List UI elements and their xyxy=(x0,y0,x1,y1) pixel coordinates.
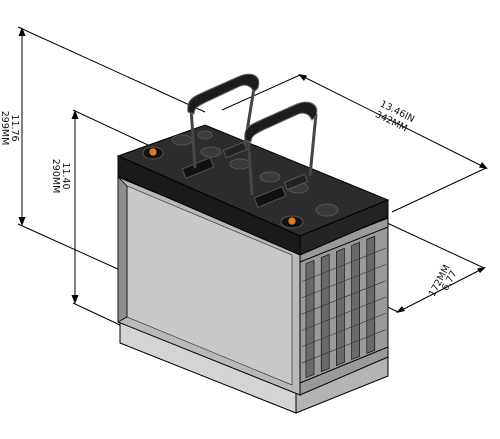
overall-height-mm-label: 299MM xyxy=(0,111,10,146)
extension-lines xyxy=(17,26,487,326)
side-rib xyxy=(351,241,360,360)
side-rib-crossbar xyxy=(301,312,387,347)
positive-terminal xyxy=(142,146,164,160)
case-height-dimension xyxy=(71,110,79,304)
length-dimension xyxy=(298,74,488,169)
overall-height-dimension xyxy=(18,27,26,226)
side-rib xyxy=(320,253,330,373)
side-rib-crossbar xyxy=(301,280,387,315)
side-rib xyxy=(305,259,315,379)
side-rib xyxy=(336,247,345,366)
side-rib-crossbar xyxy=(301,329,387,364)
case-height-inches-label: 11.40 xyxy=(60,162,71,189)
case-height-mm-label: 290MM xyxy=(50,159,61,194)
side-rib-crossbar xyxy=(301,264,387,299)
side-rib-crossbar xyxy=(301,296,387,331)
width-dimension xyxy=(396,267,486,313)
battery-lid xyxy=(116,124,390,256)
battery-side-case xyxy=(299,217,389,396)
negative-terminal xyxy=(280,215,304,229)
side-rib-crossbar xyxy=(301,247,387,282)
front-handle xyxy=(244,101,318,208)
side-rib xyxy=(366,235,376,354)
overall-height-inches-label: 11.76 xyxy=(9,114,20,141)
